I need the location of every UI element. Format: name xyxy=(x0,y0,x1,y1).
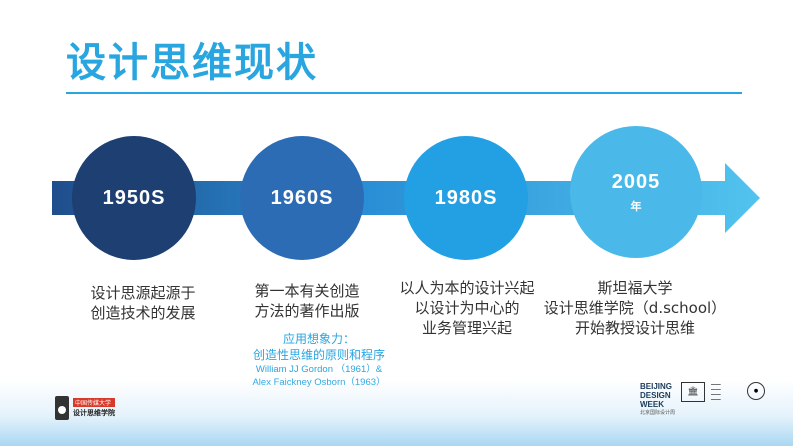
description-line: 第一本有关创造 xyxy=(254,282,360,300)
timeline-circle-1950s: 1950S xyxy=(72,136,196,260)
partner-logos: BEIJING DESIGN WEEK 北京国际设计周 🏛 ━━━━━━━━━━… xyxy=(640,382,775,422)
description-1960s: 第一本有关创造 方法的著作出版 xyxy=(232,281,382,321)
description-line: 创造技术的发展 xyxy=(90,304,196,322)
bdw-line: BEIJING xyxy=(640,382,673,391)
description-line: 设计思维学院（d.school） xyxy=(543,299,727,317)
description-1980s: 以人为本的设计兴起 以设计为中心的 业务管理兴起 xyxy=(394,278,540,338)
year-label: 2005 xyxy=(611,170,661,193)
logo-top-text: 中国传媒大学 xyxy=(73,398,115,407)
bdw-line: DESIGN xyxy=(640,391,671,400)
year-label: 1960S xyxy=(270,186,334,209)
description-1950s: 设计思源起源于 创造技术的发展 xyxy=(78,283,208,323)
timeline-circle-1960s: 1960S xyxy=(240,136,364,260)
seal-icon: ● xyxy=(747,382,766,400)
note-citation: William JJ Gordon （1961）& xyxy=(255,364,383,375)
bdw-line: WEEK xyxy=(640,400,664,409)
note-line: 创造性思维的原则和程序 xyxy=(252,348,385,362)
description-2005: 斯坦福大学 设计思维学院（d.school） 开始教授设计思维 xyxy=(540,278,730,338)
timeline-circle-1980s: 1980S xyxy=(404,136,528,260)
school-logo: 中国传媒大学 设计思维学院 xyxy=(55,393,115,423)
bdw-cn: 北京国际设计周 xyxy=(640,410,676,416)
page-title: 设计思维现状 xyxy=(66,40,318,86)
description-line: 以设计为中心的 xyxy=(414,299,520,317)
note-line: 应用想象力： xyxy=(282,332,355,346)
description-line: 设计思源起源于 xyxy=(90,284,196,302)
partner-text-block: ━━━━━━━━━━━━━━━━ xyxy=(711,382,721,402)
description-line: 业务管理兴起 xyxy=(421,319,512,337)
description-line: 开始教授设计思维 xyxy=(574,319,695,337)
year-suffix: 年 xyxy=(630,199,642,213)
d-logo-icon xyxy=(55,396,69,420)
description-line: 以人为本的设计兴起 xyxy=(399,279,535,297)
description-line: 斯坦福大学 xyxy=(597,279,673,297)
unesco-icon: 🏛 xyxy=(681,382,706,402)
timeline-circle-2005: 2005 年 xyxy=(570,126,702,258)
year-label: 1980S xyxy=(434,186,498,209)
logo-bottom-text: 设计思维学院 xyxy=(73,409,115,417)
title-underline xyxy=(66,92,742,94)
year-label: 1950S xyxy=(102,186,166,209)
footer-gradient xyxy=(0,380,793,446)
description-line: 方法的著作出版 xyxy=(254,302,360,320)
beijing-design-week-logo: BEIJING DESIGN WEEK 北京国际设计周 xyxy=(640,382,675,418)
